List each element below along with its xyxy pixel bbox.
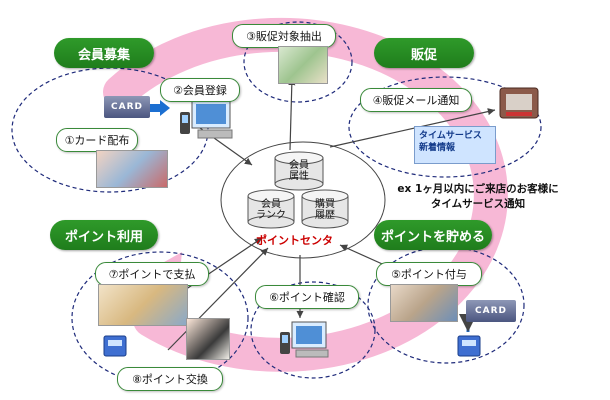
category-promotion: 販促 [374,38,474,68]
step-point-check: ⑥ポイント確認 [255,285,359,309]
step-point-grant: ⑤ポイント付与 [376,262,482,286]
arrow-card-to-register [150,100,170,116]
step-point-payment: ⑦ポイントで支払 [95,262,209,286]
db-attributes-label: 会員 属性 [289,160,309,182]
step-card-distribution: ①カード配布 [56,128,138,152]
photo-point-payment [98,284,188,326]
db-rank-cylinder [247,189,295,229]
pc-register-icon [191,99,233,139]
card-right-icon: CARD [466,300,516,322]
step-member-registration: ②会員登録 [160,78,240,102]
arrow-center-to-mail [329,108,496,148]
center-title: ポイントセンタ [256,234,333,247]
category-membership: 会員募集 [54,38,154,68]
step-promo-target-extract: ③販促対象抽出 [232,24,336,48]
photo-card-distribution [96,150,168,188]
category-point-use: ポイント利用 [50,220,158,250]
group-point-save [367,246,525,364]
mail-screen: タイムサービス 新着情報 [414,126,496,164]
arrow-exchange-to-center [167,247,269,351]
step-promo-mail: ④販促メール通知 [360,88,472,112]
terminal-pay-icon [103,335,127,357]
photo-point-exchange [186,318,230,360]
arrow-center-to-extract [288,77,296,151]
step-point-exchange: ⑧ポイント交換 [117,367,223,391]
mail-screen-line2: 新着情報 [419,143,456,153]
db-history-cylinder [301,189,349,229]
example-note: ex 1ヶ月以内にご来店のお客様に タイムサービス通知 [380,182,576,212]
photo-point-grant [390,284,458,322]
pc-check-icon [291,321,329,358]
group-point-check [250,281,376,379]
example-note-line2: タイムサービス通知 [430,198,526,210]
mail-device-icon [499,87,539,119]
db-attributes-cylinder [274,151,324,191]
group-promo-mail [348,76,542,178]
photo-promo-extract [278,46,328,84]
group-promo-extract [243,21,353,103]
db-history-label: 購買 履歴 [315,199,335,221]
example-note-line1: ex 1ヶ月以内にご来店のお客様に [397,183,559,195]
card-left-icon: CARD [104,96,150,118]
mail-screen-line1: タイムサービス [419,131,482,141]
phone-register-icon [180,112,190,134]
phone-check-icon [280,332,290,354]
db-rank-label: 会員 ランク [256,199,286,221]
terminal-grant-icon [457,335,481,357]
category-point-save: ポイントを貯める [374,220,492,250]
